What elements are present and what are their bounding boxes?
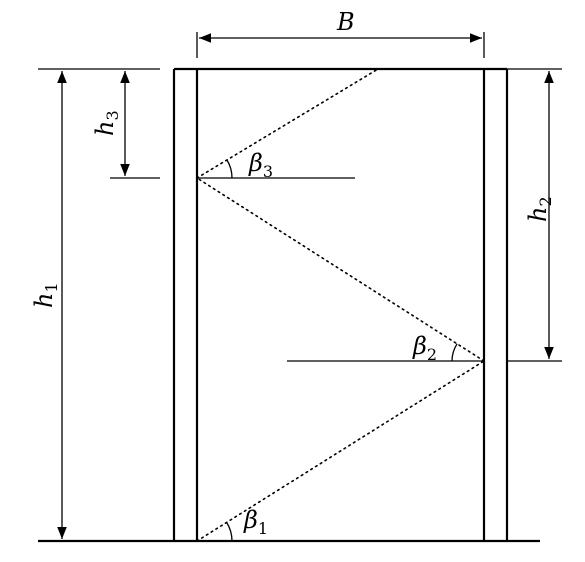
right-wall: [482, 69, 509, 541]
svg-text:h3: h3: [91, 110, 122, 136]
left-wall: [172, 69, 199, 541]
label-h3: h3: [91, 110, 122, 136]
label-beta3: β3: [248, 149, 273, 181]
svg-text:h1: h1: [30, 282, 61, 308]
angle-arc-beta2: [451, 343, 458, 362]
angle-arc-beta3: [226, 159, 233, 179]
label-h1: h1: [30, 282, 61, 308]
label-beta1: β1: [243, 506, 268, 538]
reflection-path: [196, 68, 485, 542]
label-B: B: [336, 8, 355, 36]
label-beta2: β2: [412, 332, 437, 364]
svg-text:h2: h2: [524, 196, 555, 222]
angle-arc-beta1: [226, 522, 233, 542]
label-h2: h2: [524, 196, 555, 222]
